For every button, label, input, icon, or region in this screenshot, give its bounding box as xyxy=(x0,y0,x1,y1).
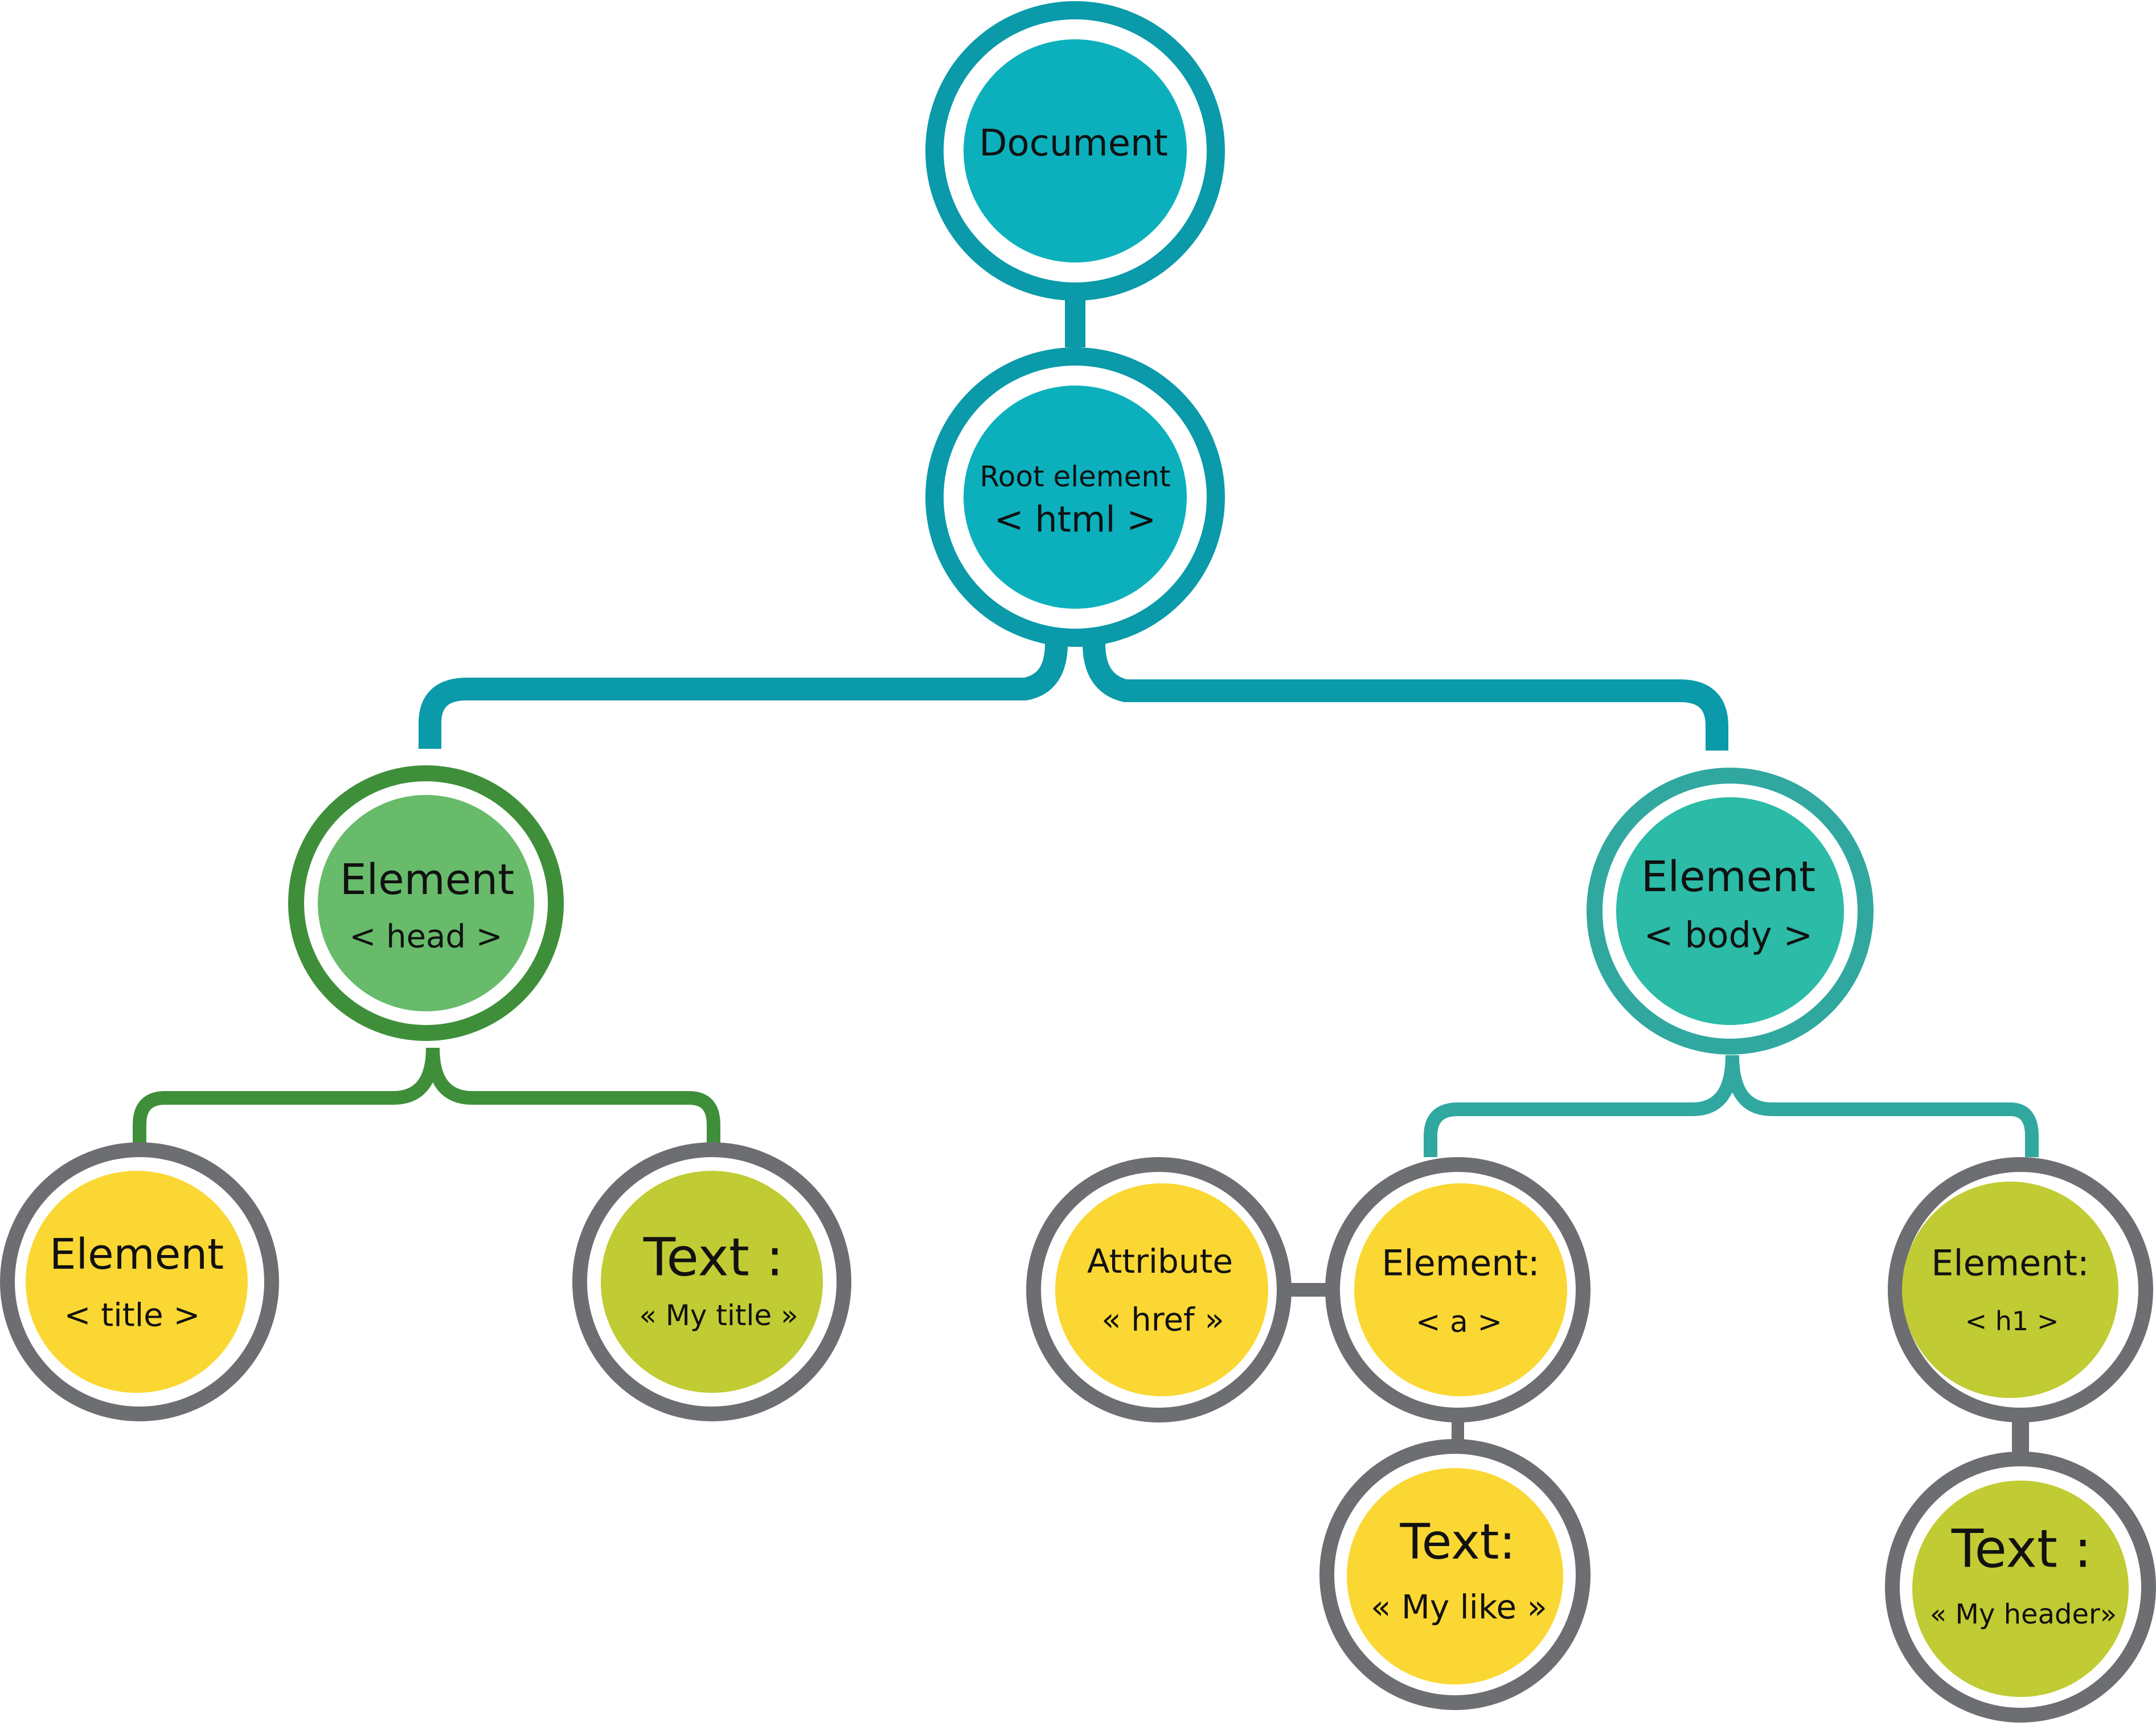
node-text-header-value: « My header» xyxy=(1930,1598,2117,1630)
node-a-tag: < a > xyxy=(1416,1305,1502,1339)
connector-head-children xyxy=(133,1047,720,1145)
connector-html-body xyxy=(1083,643,1728,751)
node-text-title: Text : « My title » xyxy=(572,1142,851,1421)
node-text-title-label: Text : xyxy=(643,1227,784,1288)
node-body-fill xyxy=(1616,797,1844,1025)
node-text-link: Text: « My like » xyxy=(1319,1439,1591,1710)
node-a-label: Element: xyxy=(1382,1243,1540,1284)
node-document-fill xyxy=(964,39,1187,263)
node-html-label: Root element xyxy=(979,460,1170,493)
node-head-tag: < head > xyxy=(349,919,502,956)
node-text-header-label: Text : xyxy=(1951,1519,2092,1580)
node-h1-tag: < h1 > xyxy=(1965,1306,2059,1336)
node-title-fill xyxy=(26,1171,248,1393)
node-text-header: Text : « My header» xyxy=(1885,1452,2156,1723)
node-title: Element < title > xyxy=(0,1142,279,1421)
node-html-fill xyxy=(964,386,1187,609)
node-title-label: Element xyxy=(50,1230,224,1279)
connectors xyxy=(133,296,2039,1462)
node-document-label: Document xyxy=(979,122,1168,165)
node-attribute-label: Attribute xyxy=(1087,1242,1233,1281)
node-head: Element < head > xyxy=(288,765,564,1041)
node-body: Element < body > xyxy=(1587,768,1874,1055)
node-text-title-value: « My title » xyxy=(639,1299,798,1332)
node-attribute: Attribute « href » xyxy=(1026,1157,1292,1422)
node-attribute-fill xyxy=(1055,1183,1268,1396)
node-h1-label: Element: xyxy=(1931,1243,2089,1284)
node-body-label: Element xyxy=(1641,852,1815,901)
node-text-link-fill xyxy=(1347,1468,1563,1684)
node-h1: Element: < h1 > xyxy=(1888,1157,2153,1422)
node-head-label: Element xyxy=(340,855,514,904)
connector-html-head xyxy=(419,643,1068,749)
node-a: Element: < a > xyxy=(1325,1157,1591,1422)
node-h1-fill xyxy=(1902,1182,2118,1398)
connector-body-children xyxy=(1424,1055,2039,1157)
node-text-title-fill xyxy=(601,1171,823,1393)
node-html: Root element < html > xyxy=(925,347,1225,647)
node-html-tag: < html > xyxy=(994,499,1157,540)
node-text-header-fill xyxy=(1912,1481,2129,1697)
node-head-fill xyxy=(318,795,534,1011)
node-a-fill xyxy=(1354,1183,1567,1396)
node-body-tag: < body > xyxy=(1644,915,1813,956)
node-text-link-value: « My like » xyxy=(1371,1588,1547,1626)
node-text-link-label: Text: xyxy=(1400,1514,1516,1571)
node-title-tag: < title > xyxy=(64,1297,200,1334)
node-document: Document xyxy=(925,1,1225,301)
node-attribute-value: « href » xyxy=(1101,1302,1224,1339)
